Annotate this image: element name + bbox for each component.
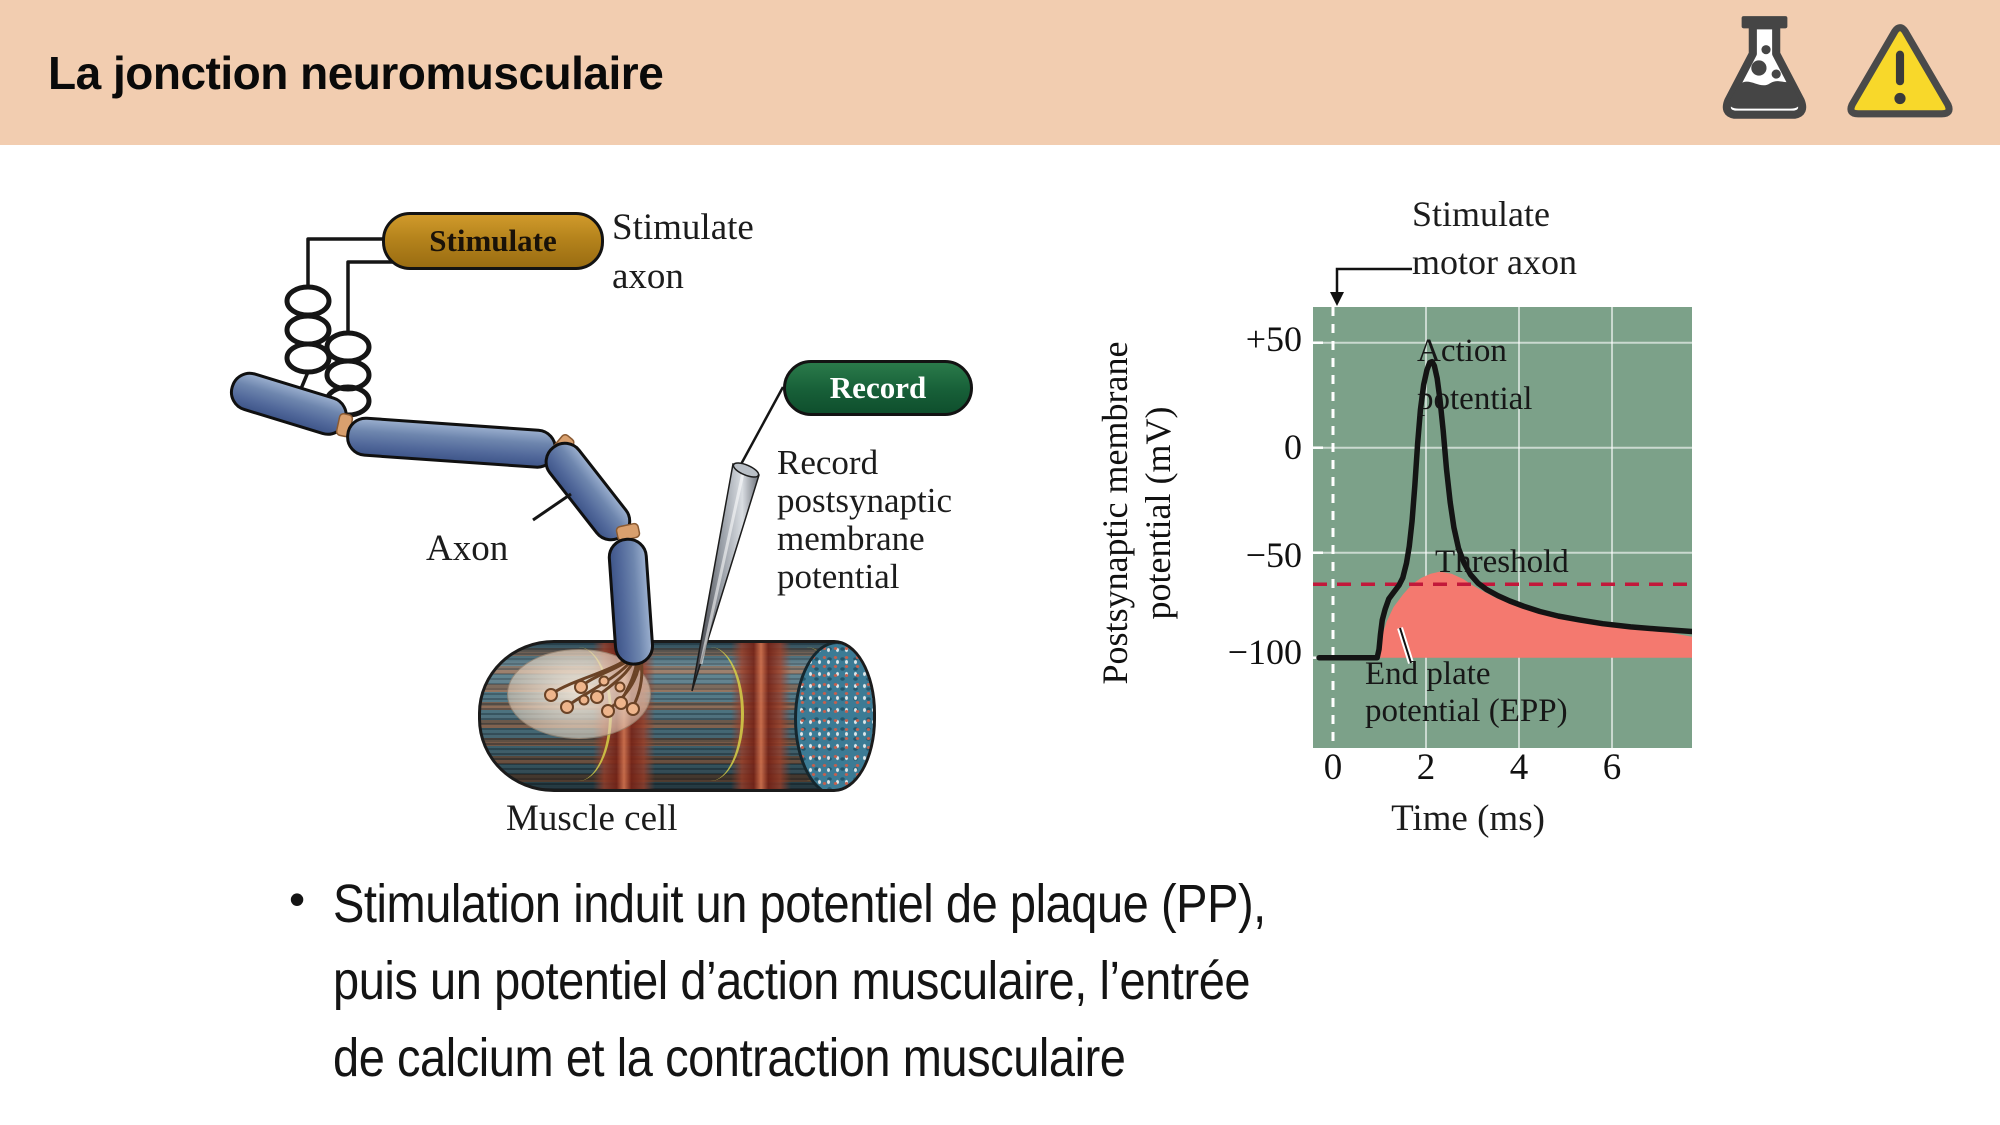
muscle-end-cap	[794, 643, 873, 789]
muscle-yellow-line	[677, 647, 744, 781]
bullet-marker: •	[289, 873, 306, 925]
y-tick-label: 0	[1284, 427, 1302, 467]
threshold-annotation: Threshold	[1435, 544, 1569, 580]
muscle-cell-label: Muscle cell	[506, 798, 678, 839]
chart-plot-area	[1313, 307, 1692, 748]
epp-pointer-line	[1397, 627, 1414, 664]
x-axis-title: Time (ms)	[1391, 798, 1545, 839]
muscle-cell-illustration	[478, 640, 876, 792]
stimulate-axon-caption: Stimulate axon	[612, 207, 754, 297]
header: La jonction neuromusculaire	[0, 0, 2000, 145]
x-tick-label: 0	[1323, 747, 1343, 788]
record-button-label: Record	[829, 370, 927, 405]
stimulate-motor-axon-label: Stimulate motor axon	[1412, 194, 1577, 282]
record-caption: Record postsynaptic membrane potential	[777, 443, 952, 596]
stimulator-wires	[296, 237, 399, 426]
x-tick-label: 6	[1602, 747, 1622, 788]
y-tick-label: +50	[1245, 319, 1302, 359]
action-potential-annotation: Action potential	[1417, 333, 1533, 417]
y-tick-label: −100	[1227, 632, 1302, 672]
y-tick-label: −50	[1245, 535, 1302, 575]
record-button: Record	[783, 360, 973, 416]
stimulate-button-label: Stimulate	[429, 223, 557, 258]
axon-label: Axon	[426, 528, 509, 569]
epp-chart: Action potential Threshold End plate pot…	[1313, 307, 1692, 748]
header-icons	[1717, 9, 2000, 136]
x-tick-label: 4	[1509, 747, 1529, 788]
axon-illustration	[229, 371, 655, 666]
stimulate-button: Stimulate	[382, 212, 604, 270]
x-tick-label: 2	[1416, 747, 1436, 788]
warning-icon	[1846, 22, 1954, 124]
bullet-text: Stimulation induit un potentiel de plaqu…	[333, 874, 1266, 1088]
axon-pointer-line	[532, 492, 572, 522]
page-title: La jonction neuromusculaire	[48, 46, 664, 99]
stimulus-arrow	[1330, 267, 1412, 306]
epp-annotation: End plate potential (EPP)	[1365, 656, 1568, 729]
flask-icon	[1717, 9, 1812, 136]
stimulator-coils	[284, 284, 372, 418]
